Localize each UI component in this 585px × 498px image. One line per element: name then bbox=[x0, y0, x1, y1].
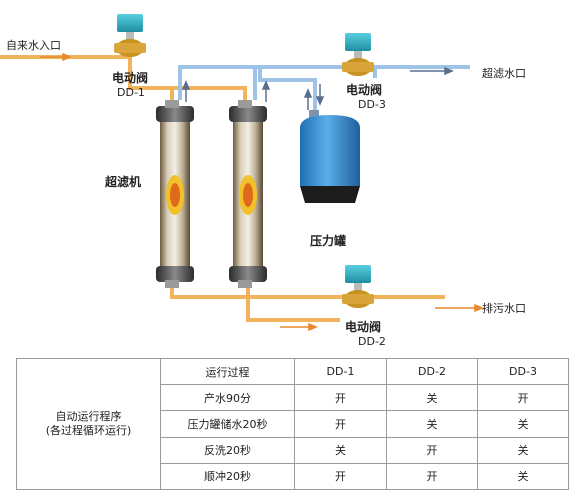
valve-dd1[interactable] bbox=[114, 14, 146, 57]
valve-dd2-code: DD-2 bbox=[358, 335, 386, 348]
process-name: 顺冲20秒 bbox=[160, 462, 295, 491]
valve-state: 开 bbox=[294, 462, 387, 491]
table-row: 产水90分 开 关 开 bbox=[17, 384, 569, 412]
motorized-valve-icon bbox=[342, 265, 374, 308]
valve-state: 开 bbox=[386, 462, 478, 491]
ultrafiltration-cartridge-icon bbox=[156, 100, 194, 288]
flow-arrow-icon bbox=[261, 80, 271, 102]
inlet-label: 自来水入口 bbox=[6, 39, 61, 52]
valve-state: 开 bbox=[294, 384, 387, 412]
table-header: 运行过程 bbox=[160, 357, 295, 386]
ultrafiltration-cartridge-left bbox=[156, 100, 194, 288]
valve-dd3[interactable] bbox=[342, 33, 374, 76]
tank-label: 压力罐 bbox=[310, 234, 347, 248]
filter-label: 超滤机 bbox=[105, 175, 142, 189]
valve-dd1-name: 电动阀 bbox=[112, 71, 149, 85]
flow-arrow-icon bbox=[435, 303, 484, 313]
flow-arrow-icon bbox=[315, 84, 325, 106]
flow-arrows bbox=[40, 52, 484, 332]
table-row: 顺冲20秒 开 开 关 bbox=[17, 462, 569, 491]
drain-label: 排污水口 bbox=[482, 302, 526, 315]
flow-arrow-icon bbox=[40, 52, 72, 62]
process-name: 反洗20秒 bbox=[160, 436, 295, 464]
flow-arrow-icon bbox=[181, 80, 191, 102]
filtered-water-piping bbox=[178, 65, 470, 116]
table-header: DD-2 bbox=[386, 357, 478, 386]
valve-dd1-code: DD-1 bbox=[117, 86, 145, 99]
motorized-valve-icon bbox=[114, 14, 146, 57]
pressure-tank-icon bbox=[300, 110, 360, 203]
flow-arrow-icon bbox=[410, 66, 454, 76]
valve-state: 关 bbox=[477, 436, 569, 464]
valve-dd2[interactable] bbox=[342, 265, 374, 308]
valve-state: 关 bbox=[477, 462, 569, 491]
valve-state: 关 bbox=[386, 384, 478, 412]
table-header-row: 自动运行程序 (各过程循环运行) 运行过程 DD-1 DD-2 DD-3 bbox=[16, 357, 569, 490]
motorized-valve-icon bbox=[342, 33, 374, 76]
table-header: DD-3 bbox=[477, 357, 569, 386]
valve-state: 关 bbox=[477, 410, 569, 438]
flow-arrow-icon bbox=[280, 322, 318, 332]
valve-dd2-name: 电动阀 bbox=[345, 320, 382, 334]
table-header: DD-1 bbox=[294, 357, 387, 386]
valve-state: 开 bbox=[477, 384, 569, 412]
operation-schedule-table: 自动运行程序 (各过程循环运行) 运行过程 DD-1 DD-2 DD-3 产水9… bbox=[16, 357, 569, 491]
program-group-label: 自动运行程序 (各过程循环运行) bbox=[16, 358, 161, 490]
table-row: 反洗20秒 关 开 关 bbox=[17, 436, 569, 464]
valve-dd3-code: DD-3 bbox=[358, 98, 386, 111]
valve-state: 开 bbox=[294, 410, 387, 438]
valve-dd3-name: 电动阀 bbox=[346, 83, 383, 97]
valve-state: 开 bbox=[386, 436, 478, 464]
valve-state: 关 bbox=[386, 410, 478, 438]
table-row: 压力罐储水20秒 开 关 关 bbox=[17, 410, 569, 438]
outlet-label: 超滤水口 bbox=[482, 67, 526, 80]
water-system-diagram bbox=[0, 14, 484, 332]
flow-arrow-icon bbox=[303, 88, 313, 110]
ultrafiltration-cartridge-icon bbox=[229, 100, 267, 288]
ultrafiltration-cartridge-right bbox=[229, 100, 267, 288]
process-name: 产水90分 bbox=[160, 384, 295, 412]
valve-state: 关 bbox=[294, 436, 387, 464]
process-name: 压力罐储水20秒 bbox=[160, 410, 295, 438]
